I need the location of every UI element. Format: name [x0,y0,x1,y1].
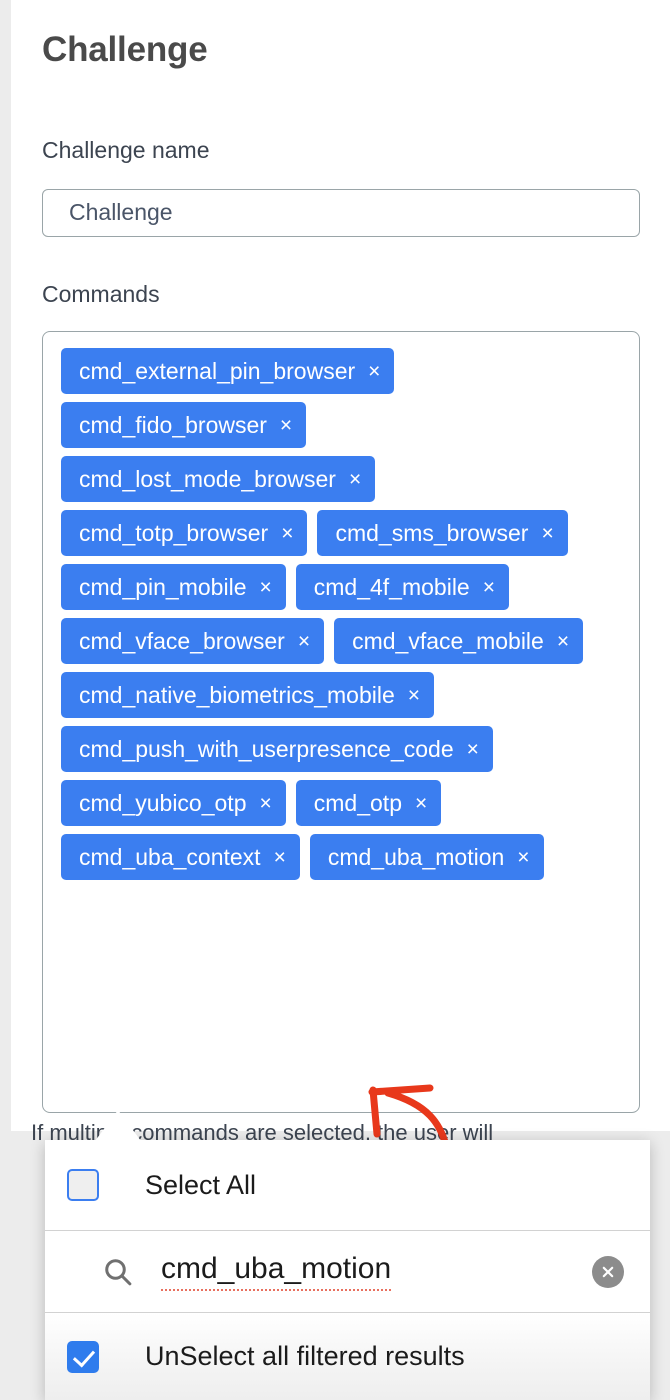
command-chip[interactable]: cmd_4f_mobile × [295,564,509,610]
page-left-gutter [0,0,11,1131]
command-chip-label: cmd_totp_browser [79,519,269,546]
command-chip-remove-icon[interactable]: × [281,521,294,545]
command-chip[interactable]: cmd_vface_mobile × [334,618,584,664]
command-chip-remove-icon[interactable]: × [541,521,554,545]
command-chip[interactable]: cmd_push_with_userpresence_code × [61,726,493,772]
command-chip-remove-icon[interactable]: × [297,629,311,653]
dropdown-item-unselect-filtered[interactable]: UnSelect all filtered results [45,1313,650,1400]
command-chip-remove-icon[interactable]: × [556,629,570,653]
command-chip[interactable]: cmd_totp_browser × [61,510,308,556]
command-chip-label: cmd_fido_browser [79,411,267,438]
commands-chips-container[interactable]: cmd_external_pin_browser×cmd_fido_browse… [42,331,640,1113]
command-chip-remove-icon[interactable]: × [348,467,362,491]
command-chip-label: cmd_vface_browser [79,627,285,654]
command-chip-remove-icon[interactable]: × [273,845,286,869]
command-chip-remove-icon[interactable]: × [279,413,293,437]
challenge-card: Challenge Challenge name Challenge Comma… [11,0,670,1131]
unselect-filtered-checkbox[interactable] [67,1340,99,1373]
command-chip-label: cmd_4f_mobile [313,573,470,600]
command-chip-remove-icon[interactable]: × [466,737,479,761]
page-title: Challenge [42,30,208,69]
challenge-name-input[interactable]: Challenge [42,189,640,237]
dropdown-notch-icon [95,1110,141,1141]
challenge-name-label: Challenge name [42,137,210,163]
command-chip[interactable]: cmd_pin_mobile × [61,564,286,610]
challenge-name-value: Challenge [69,199,173,225]
command-chip-label: cmd_native_biometrics_mobile [79,681,395,708]
command-chip-remove-icon[interactable]: × [368,359,381,383]
command-chip-label: cmd_push_with_userpresence_code [79,735,454,762]
command-chip[interactable]: cmd_lost_mode_browser × [61,456,376,502]
command-chip[interactable]: cmd_fido_browser × [61,402,307,448]
select-all-label: Select All [145,1169,257,1200]
command-chip[interactable]: cmd_otp × [295,780,442,826]
command-chip-remove-icon[interactable]: × [259,575,272,599]
command-chip-remove-icon[interactable]: × [482,575,495,599]
dropdown-item-select-all[interactable]: Select All [45,1140,650,1231]
search-input[interactable]: cmd_uba_motion [161,1252,392,1291]
command-chip[interactable]: cmd_external_pin_browser × [61,348,395,394]
command-chip[interactable]: cmd_uba_context × [61,834,300,880]
command-chip[interactable]: cmd_sms_browser × [317,510,568,556]
dropdown-search-row[interactable]: cmd_uba_motion [45,1231,650,1313]
command-chip-remove-icon[interactable]: × [407,683,421,707]
command-chip[interactable]: cmd_uba_motion × [309,834,544,880]
command-chip-label: cmd_vface_mobile [352,627,544,654]
command-chip-label: cmd_yubico_otp [79,789,247,816]
select-all-checkbox[interactable] [67,1169,99,1201]
command-chip-label: cmd_lost_mode_browser [79,465,336,492]
command-chip-remove-icon[interactable]: × [259,791,272,815]
command-chip-remove-icon[interactable]: × [414,791,428,815]
commands-label: Commands [42,281,160,307]
command-chip-label: cmd_uba_context [79,843,261,870]
command-chip-label: cmd_external_pin_browser [79,357,356,384]
clear-icon[interactable] [592,1255,624,1288]
command-chip-label: cmd_uba_motion [327,843,505,870]
command-chip-label: cmd_sms_browser [335,519,529,546]
unselect-filtered-label: UnSelect all filtered results [145,1341,465,1371]
command-chip-label: cmd_otp [313,789,402,816]
command-chip[interactable]: cmd_vface_browser × [61,618,325,664]
command-chip[interactable]: cmd_yubico_otp × [61,780,286,826]
commands-chips-list: cmd_external_pin_browser×cmd_fido_browse… [61,348,625,880]
commands-dropdown-panel: Select All cmd_uba_motion UnSelect all f… [45,1140,650,1400]
command-chip[interactable]: cmd_native_biometrics_mobile × [61,672,435,718]
command-chip-remove-icon[interactable]: × [517,845,530,869]
command-chip-label: cmd_pin_mobile [79,573,247,600]
search-icon [105,1258,132,1285]
